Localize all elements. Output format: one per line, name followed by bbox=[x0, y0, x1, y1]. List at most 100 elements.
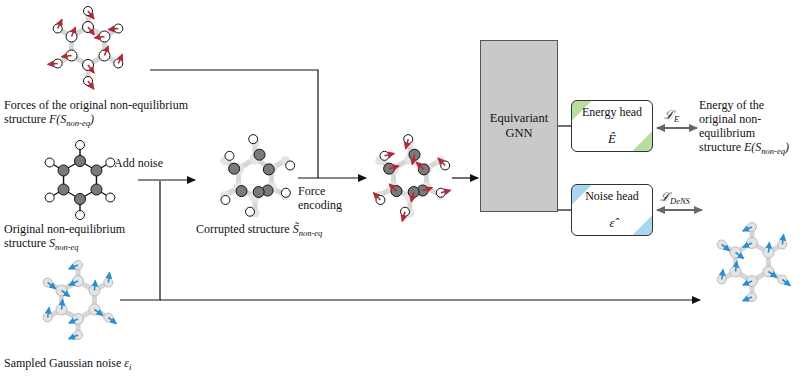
carbon-atom bbox=[75, 156, 86, 167]
force-vector bbox=[441, 190, 451, 192]
force-encoding-arrow bbox=[298, 177, 366, 178]
carbon-atom bbox=[91, 184, 102, 195]
hydrogen-atom bbox=[106, 193, 115, 202]
bonds bbox=[722, 227, 783, 297]
carbon-atom bbox=[253, 187, 264, 198]
noise-vector bbox=[108, 273, 109, 283]
force-vector bbox=[118, 54, 122, 63]
math-symbol: S̃ bbox=[293, 222, 299, 236]
math-symbol: ) bbox=[785, 140, 789, 154]
force-vector bbox=[389, 184, 396, 191]
force-vector bbox=[406, 139, 409, 149]
noise-vector bbox=[69, 319, 78, 323]
noise-vector bbox=[69, 265, 78, 269]
molecule-noise bbox=[43, 261, 116, 340]
force-vector bbox=[384, 154, 394, 156]
noise-vector bbox=[736, 262, 737, 272]
force-vector bbox=[417, 163, 424, 170]
hydrogen-atom bbox=[221, 195, 230, 204]
hydrogen-atom bbox=[281, 188, 290, 197]
bonds bbox=[48, 265, 109, 335]
molecule-pred bbox=[717, 223, 790, 302]
carbon-atom bbox=[263, 164, 274, 175]
force-vector bbox=[88, 81, 94, 89]
flow-lines bbox=[120, 70, 702, 300]
noise-vector bbox=[782, 235, 783, 245]
noise-vector bbox=[48, 308, 49, 318]
subscript: non-eq bbox=[299, 228, 323, 238]
gnn-input-arrow bbox=[452, 177, 478, 178]
carbon-atom bbox=[229, 163, 240, 174]
bonds bbox=[225, 143, 286, 213]
force-vector bbox=[88, 27, 94, 35]
force-vector bbox=[423, 188, 433, 191]
math-symbol: ℒ bbox=[660, 190, 670, 204]
noise-vector bbox=[743, 281, 752, 285]
node-title: Noise head bbox=[578, 189, 646, 204]
noise-vector bbox=[62, 300, 63, 310]
noise-vector bbox=[743, 227, 752, 231]
force-vector bbox=[412, 155, 414, 165]
noise-vector bbox=[768, 243, 770, 253]
molecule-encoded bbox=[374, 135, 451, 222]
molecule-orig bbox=[45, 141, 115, 220]
math-symbol: ) bbox=[90, 112, 94, 126]
molecule-corrupt bbox=[220, 135, 294, 218]
force-vector bbox=[62, 56, 72, 57]
force-vector bbox=[88, 11, 94, 19]
force-line bbox=[150, 70, 318, 178]
node-title: Equivariant GNN bbox=[487, 111, 551, 141]
carbon-atom bbox=[58, 165, 69, 176]
force-vector bbox=[95, 37, 105, 38]
noise-vector bbox=[768, 272, 776, 278]
carbon-atom bbox=[75, 194, 86, 205]
caption-text: Add noise bbox=[114, 156, 163, 170]
noise-vector bbox=[743, 297, 752, 301]
force-vector bbox=[411, 192, 413, 202]
noise-vector bbox=[69, 281, 78, 285]
noise-vector bbox=[62, 291, 70, 297]
subscript: non-eq bbox=[66, 118, 90, 128]
caption-text: Corrupted structure bbox=[196, 222, 290, 236]
carbon-atom bbox=[58, 184, 69, 195]
noise-vector bbox=[743, 243, 752, 247]
energy-head-box: Energy headÊ bbox=[571, 100, 653, 152]
noise-vector bbox=[722, 270, 723, 280]
original-caption: Original non-equilibrium structureSnon-e… bbox=[4, 222, 176, 254]
noise-vector bbox=[736, 253, 744, 259]
subscript: i bbox=[129, 362, 131, 372]
force-vector bbox=[58, 19, 62, 28]
caption-text: Forces of the original non-equilibrium s… bbox=[4, 98, 188, 126]
noise-line bbox=[120, 181, 160, 300]
node-symbol: ε̂ bbox=[609, 215, 614, 231]
noise-caption: Sampled Gaussian noiseεi bbox=[4, 356, 224, 374]
energy-loss-label: ℒE bbox=[664, 108, 704, 126]
add-noise-arrow bbox=[138, 179, 195, 180]
noise-vector bbox=[108, 318, 116, 324]
force-encoding-label: Force encoding bbox=[298, 184, 360, 212]
subscript: non-eq bbox=[761, 146, 785, 156]
caption-text: Force encoding bbox=[298, 184, 342, 212]
force-vector bbox=[48, 63, 58, 66]
node-symbol: Ê bbox=[608, 131, 616, 147]
math-symbol: ε bbox=[124, 356, 129, 370]
carbon-atom bbox=[254, 149, 265, 160]
connector bbox=[558, 209, 571, 210]
forces-caption: Forces of the original non-equilibrium s… bbox=[4, 98, 219, 130]
subscript: DeNS bbox=[670, 196, 690, 206]
bonds bbox=[50, 145, 111, 215]
noise-vector bbox=[69, 335, 78, 339]
force-vector bbox=[88, 65, 94, 73]
caption-text: Sampled Gaussian noise bbox=[4, 356, 121, 370]
noise-vector bbox=[722, 245, 730, 251]
corrupted-caption: Corrupted structureS̃non-eq bbox=[196, 222, 356, 240]
noise-target-arrow bbox=[160, 299, 700, 300]
force-vector bbox=[108, 29, 118, 30]
hydrogen-atom bbox=[76, 141, 85, 150]
force-vector bbox=[104, 46, 108, 55]
math-symbol: ℒ bbox=[664, 108, 674, 122]
hydrogen-atom bbox=[45, 193, 54, 202]
